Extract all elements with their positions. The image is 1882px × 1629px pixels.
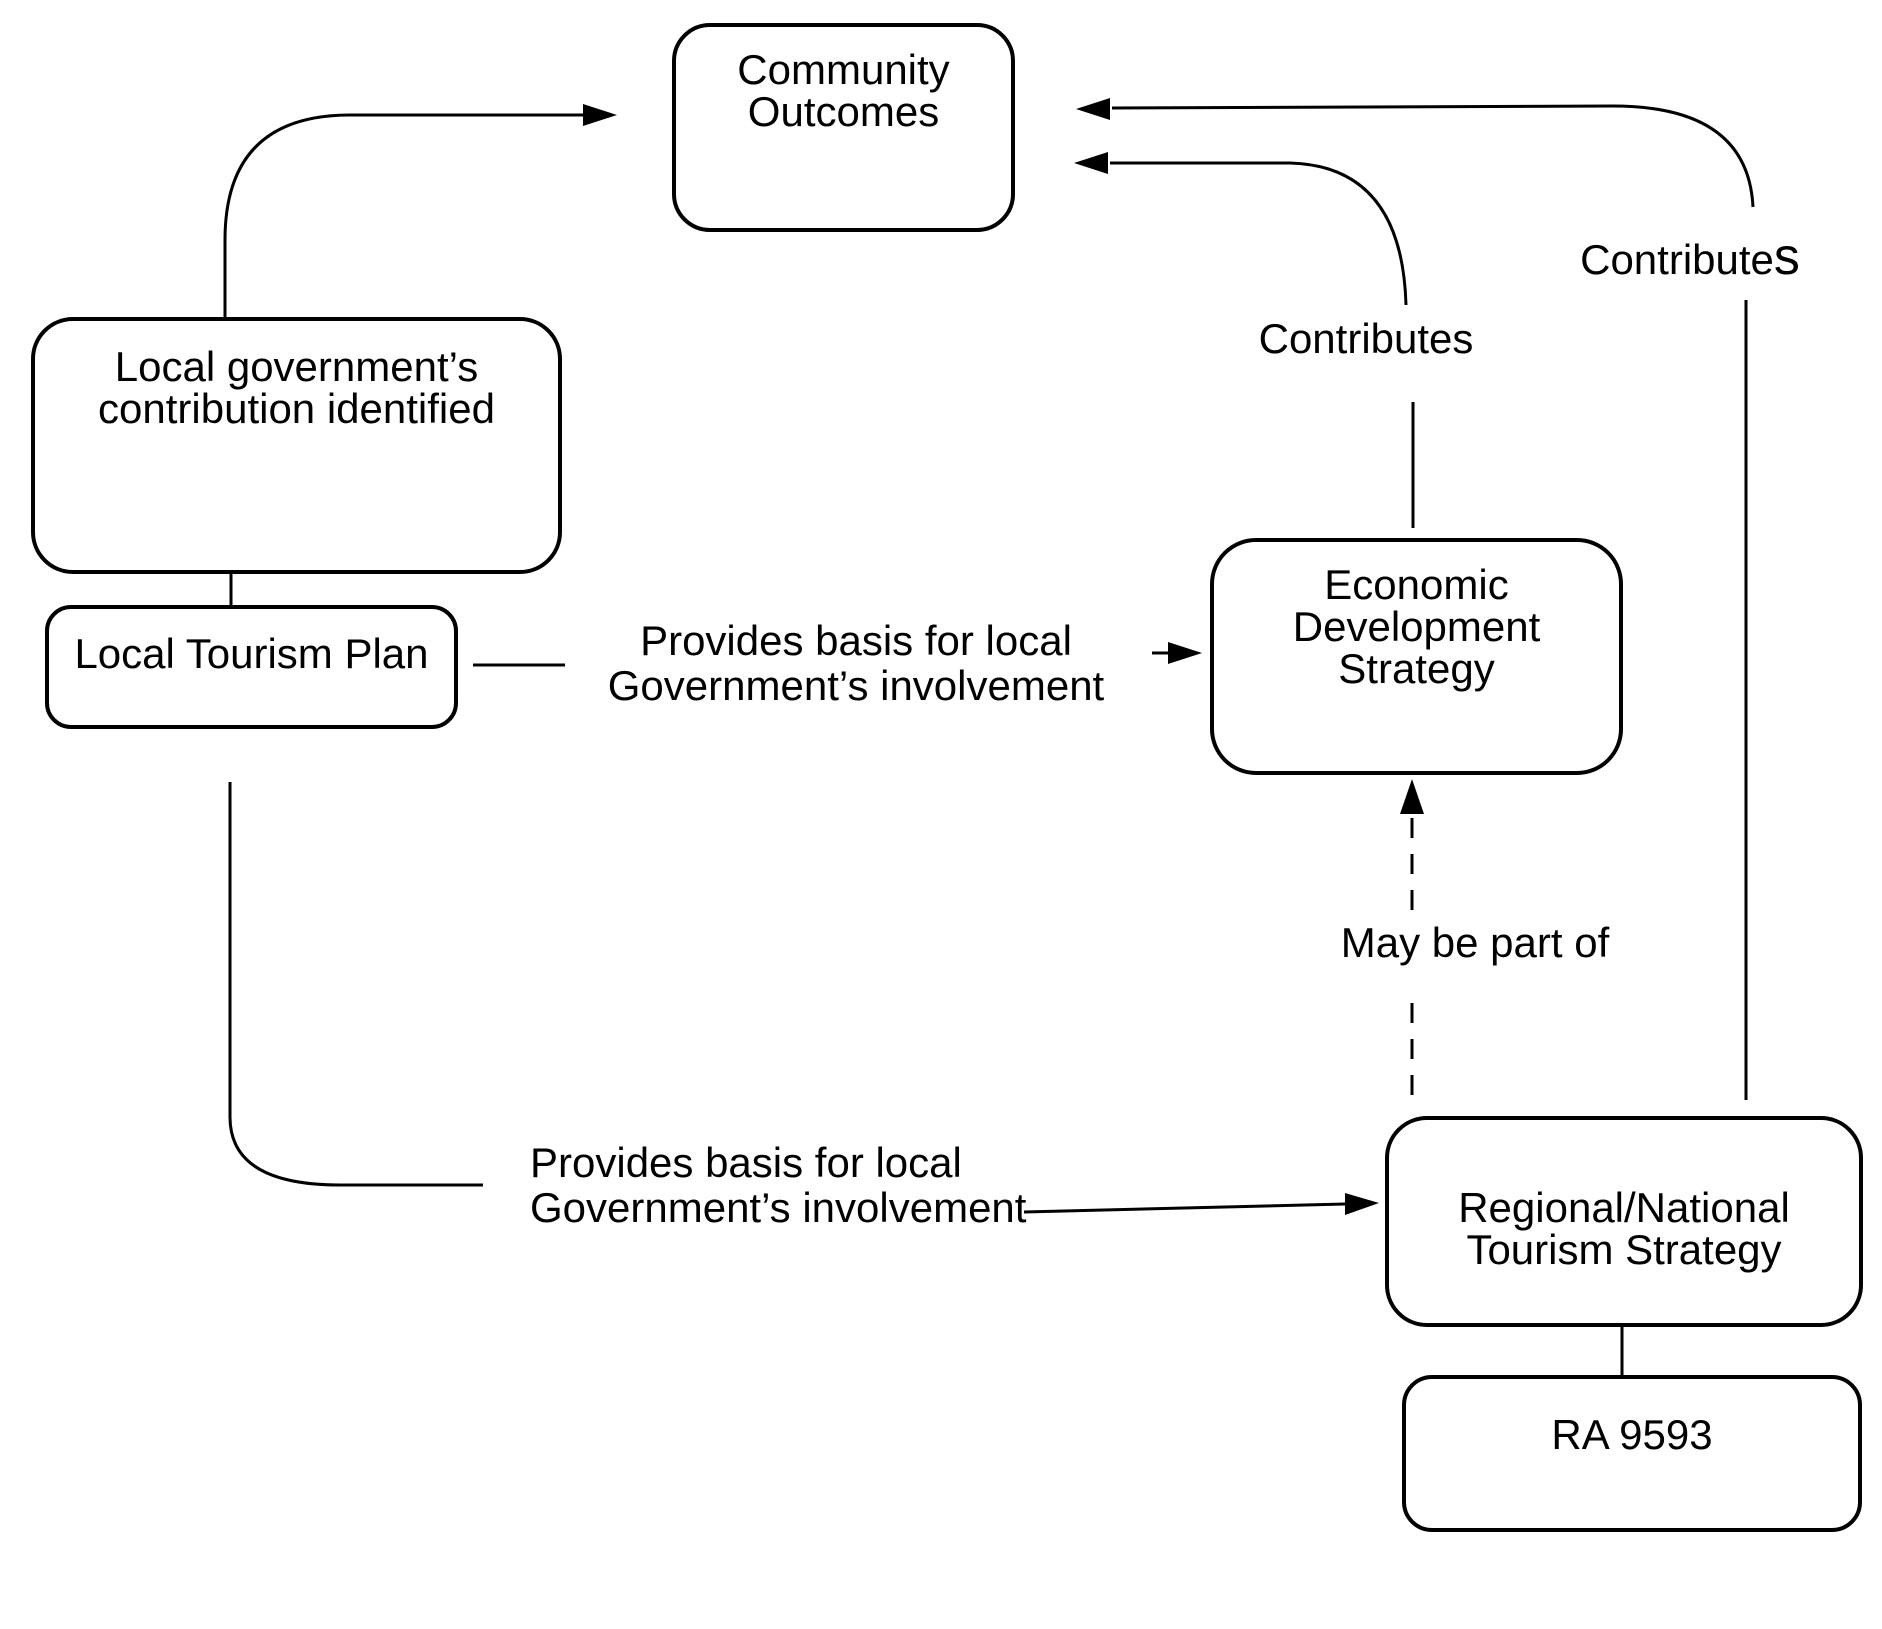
node-label: Tourism Strategy: [1466, 1226, 1782, 1273]
label-contributes-right: Contributes: [1540, 231, 1840, 283]
label-line: Provides basis for local: [530, 1139, 962, 1186]
edge-regional-to-outcomes: [1111, 104, 1755, 208]
node-label: Community: [737, 46, 950, 93]
edge-localgovt-to-outcomes: [223, 113, 583, 317]
node-label: contribution identified: [98, 385, 495, 432]
node-local-govt-contribution: Local government’s contribution identifi…: [31, 317, 562, 574]
label-line: Government’s involvement: [607, 662, 1105, 710]
label-line: Provides basis for local: [640, 617, 1072, 664]
arrowhead-economic-to-outcomes: [1074, 152, 1108, 174]
label-contributes-right-text: Contribute: [1580, 236, 1774, 283]
label-line: Government’s involvement: [530, 1184, 1027, 1232]
node-label: Economic: [1324, 561, 1509, 608]
node-community-outcomes: Community Outcomes: [672, 23, 1015, 232]
label-may-be-part-of: May be part of: [1340, 919, 1610, 966]
node-label: RA 9593: [1551, 1411, 1713, 1458]
arrowhead-into-economic: [1168, 642, 1202, 664]
label-contributes-right-suffix: s: [1773, 228, 1800, 286]
arrowhead-into-regional: [1345, 1193, 1379, 1215]
node-label: Outcomes: [747, 88, 940, 135]
edge-tourismplan-down-curve: [228, 782, 483, 1187]
node-economic-development-strategy: Economic Development Strategy: [1210, 538, 1623, 775]
node-label: Development: [1292, 603, 1541, 650]
node-local-tourism-plan: Local Tourism Plan: [45, 605, 458, 729]
edge-economic-to-outcomes: [1110, 161, 1408, 306]
arrowhead-regional-to-outcomes: [1076, 98, 1110, 120]
label-provides-basis-bottom: Provides basis for local Government’s in…: [530, 1140, 1050, 1231]
node-label: Local Tourism Plan: [74, 630, 429, 677]
label-provides-basis-mid: Provides basis for local Government’s in…: [606, 618, 1106, 709]
edge-into-regional: [1023, 1202, 1346, 1214]
arrowhead-maybepartof: [1400, 779, 1424, 814]
label-contributes-left: Contributes: [1258, 315, 1474, 362]
node-regional-national-tourism-strategy: Regional/National Tourism Strategy: [1385, 1116, 1863, 1327]
node-ra-9593: RA 9593: [1402, 1375, 1862, 1532]
node-label: Regional/National: [1458, 1184, 1790, 1231]
arrowhead-localgovt-to-outcomes: [583, 104, 617, 126]
node-label: Strategy: [1338, 645, 1495, 692]
node-label: Local government’s: [114, 343, 479, 390]
